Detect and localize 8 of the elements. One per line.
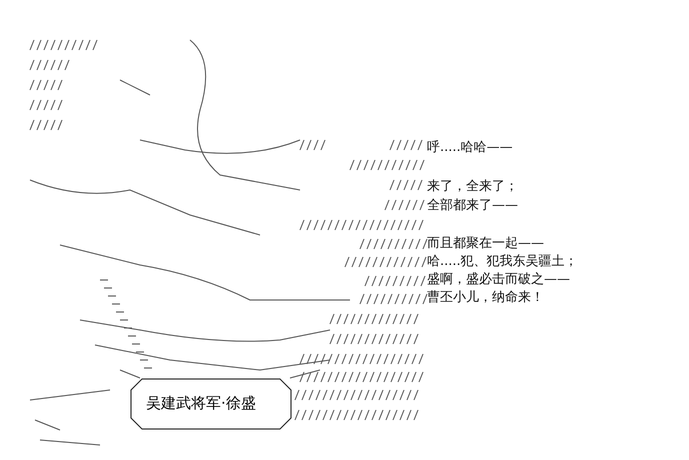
dialogue-line: 全部都来了—— [427,198,518,214]
dialogue-line: 哈.....犯、犯我东吴疆土； [427,254,578,270]
dialogue-line: 盛啊，盛必击而破之—— [427,272,570,288]
name-text: 吴建武将军·徐盛 [146,394,256,413]
dialogue-line: 呼.....哈哈—— [427,140,513,156]
dialogue-line: 来了，全来了； [427,179,518,195]
dialogue-line: 曹丕小儿，纳命来！ [427,290,544,306]
dialogue-line: 而且都聚在一起—— [427,236,544,252]
